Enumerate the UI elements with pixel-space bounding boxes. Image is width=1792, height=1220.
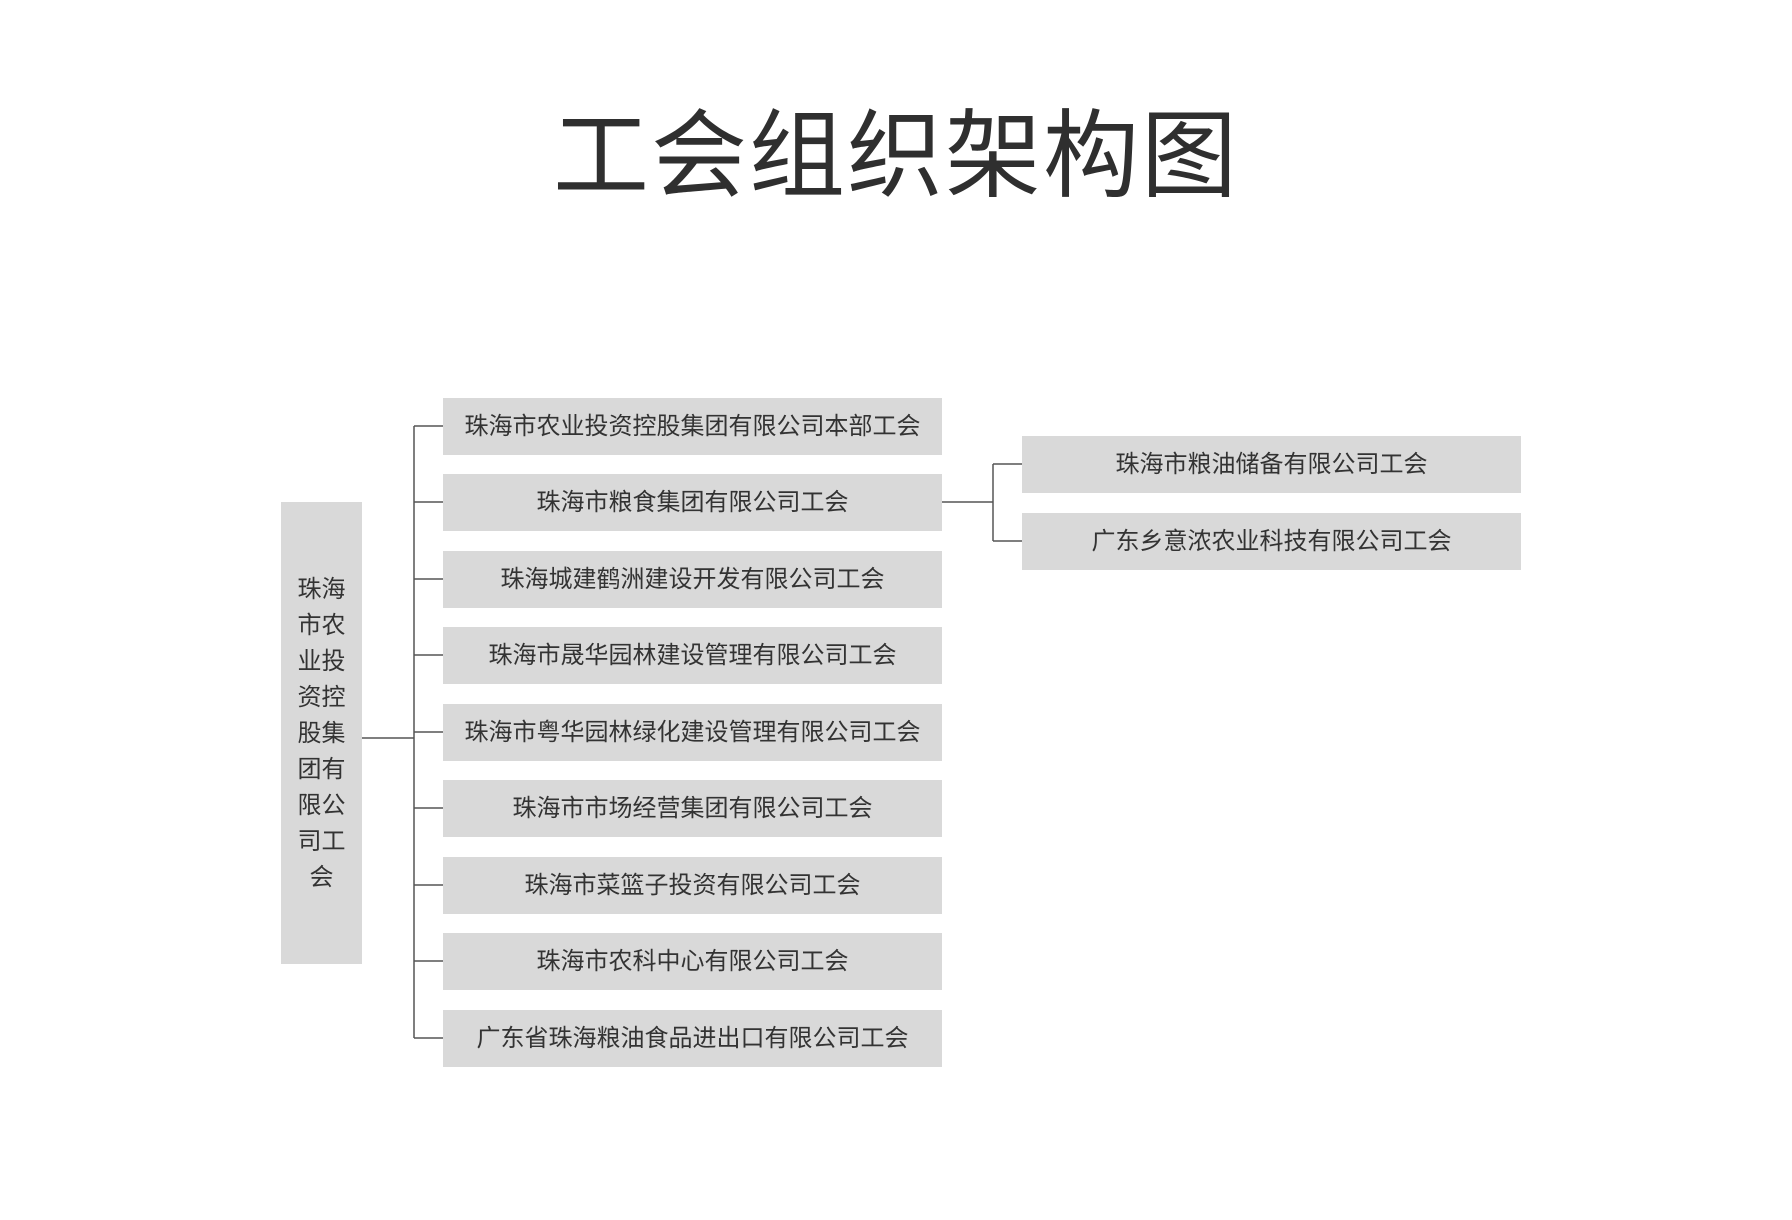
org-node-label: 珠海市农业投资控股集团有限公司本部工会 bbox=[464, 412, 921, 441]
org-node-label: 广东省珠海粮油食品进出口有限公司工会 bbox=[476, 1024, 909, 1053]
org-node-label: 珠海市农科中心有限公司工会 bbox=[536, 947, 849, 976]
org-node-level2: 广东乡意浓农业科技有限公司工会 bbox=[1022, 513, 1521, 570]
org-node-label: 珠海市市场经营集团有限公司工会 bbox=[512, 794, 873, 823]
org-node-label: 广东乡意浓农业科技有限公司工会 bbox=[1091, 527, 1452, 556]
org-node-label: 珠海市粤华园林绿化建设管理有限公司工会 bbox=[464, 718, 921, 747]
page-title: 工会组织架构图 bbox=[553, 100, 1239, 212]
org-node-level1: 珠海市农业投资控股集团有限公司本部工会 bbox=[443, 398, 942, 455]
org-node-level1: 珠海市粤华园林绿化建设管理有限公司工会 bbox=[443, 704, 942, 761]
org-node-label: 珠海市菜篮子投资有限公司工会 bbox=[524, 871, 861, 900]
org-node-level1: 珠海市粮食集团有限公司工会 bbox=[443, 474, 942, 531]
org-node-level1: 珠海市市场经营集团有限公司工会 bbox=[443, 780, 942, 837]
org-node-label: 珠海市晟华园林建设管理有限公司工会 bbox=[488, 641, 897, 670]
org-node-root-label: 珠海市农业投资控股集团有限公司工会 bbox=[297, 575, 346, 891]
org-node-level1: 珠海城建鹤洲建设开发有限公司工会 bbox=[443, 551, 942, 608]
org-node-level1: 珠海市菜篮子投资有限公司工会 bbox=[443, 857, 942, 914]
org-node-level1: 广东省珠海粮油食品进出口有限公司工会 bbox=[443, 1010, 942, 1067]
org-node-label: 珠海市粮油储备有限公司工会 bbox=[1115, 450, 1428, 479]
org-node-level1: 珠海市农科中心有限公司工会 bbox=[443, 933, 942, 990]
org-node-level2: 珠海市粮油储备有限公司工会 bbox=[1022, 436, 1521, 493]
org-node-label: 珠海市粮食集团有限公司工会 bbox=[536, 488, 849, 517]
org-node-root: 珠海市农业投资控股集团有限公司工会 bbox=[281, 502, 362, 964]
org-node-label: 珠海城建鹤洲建设开发有限公司工会 bbox=[500, 565, 885, 594]
org-node-level1: 珠海市晟华园林建设管理有限公司工会 bbox=[443, 627, 942, 684]
